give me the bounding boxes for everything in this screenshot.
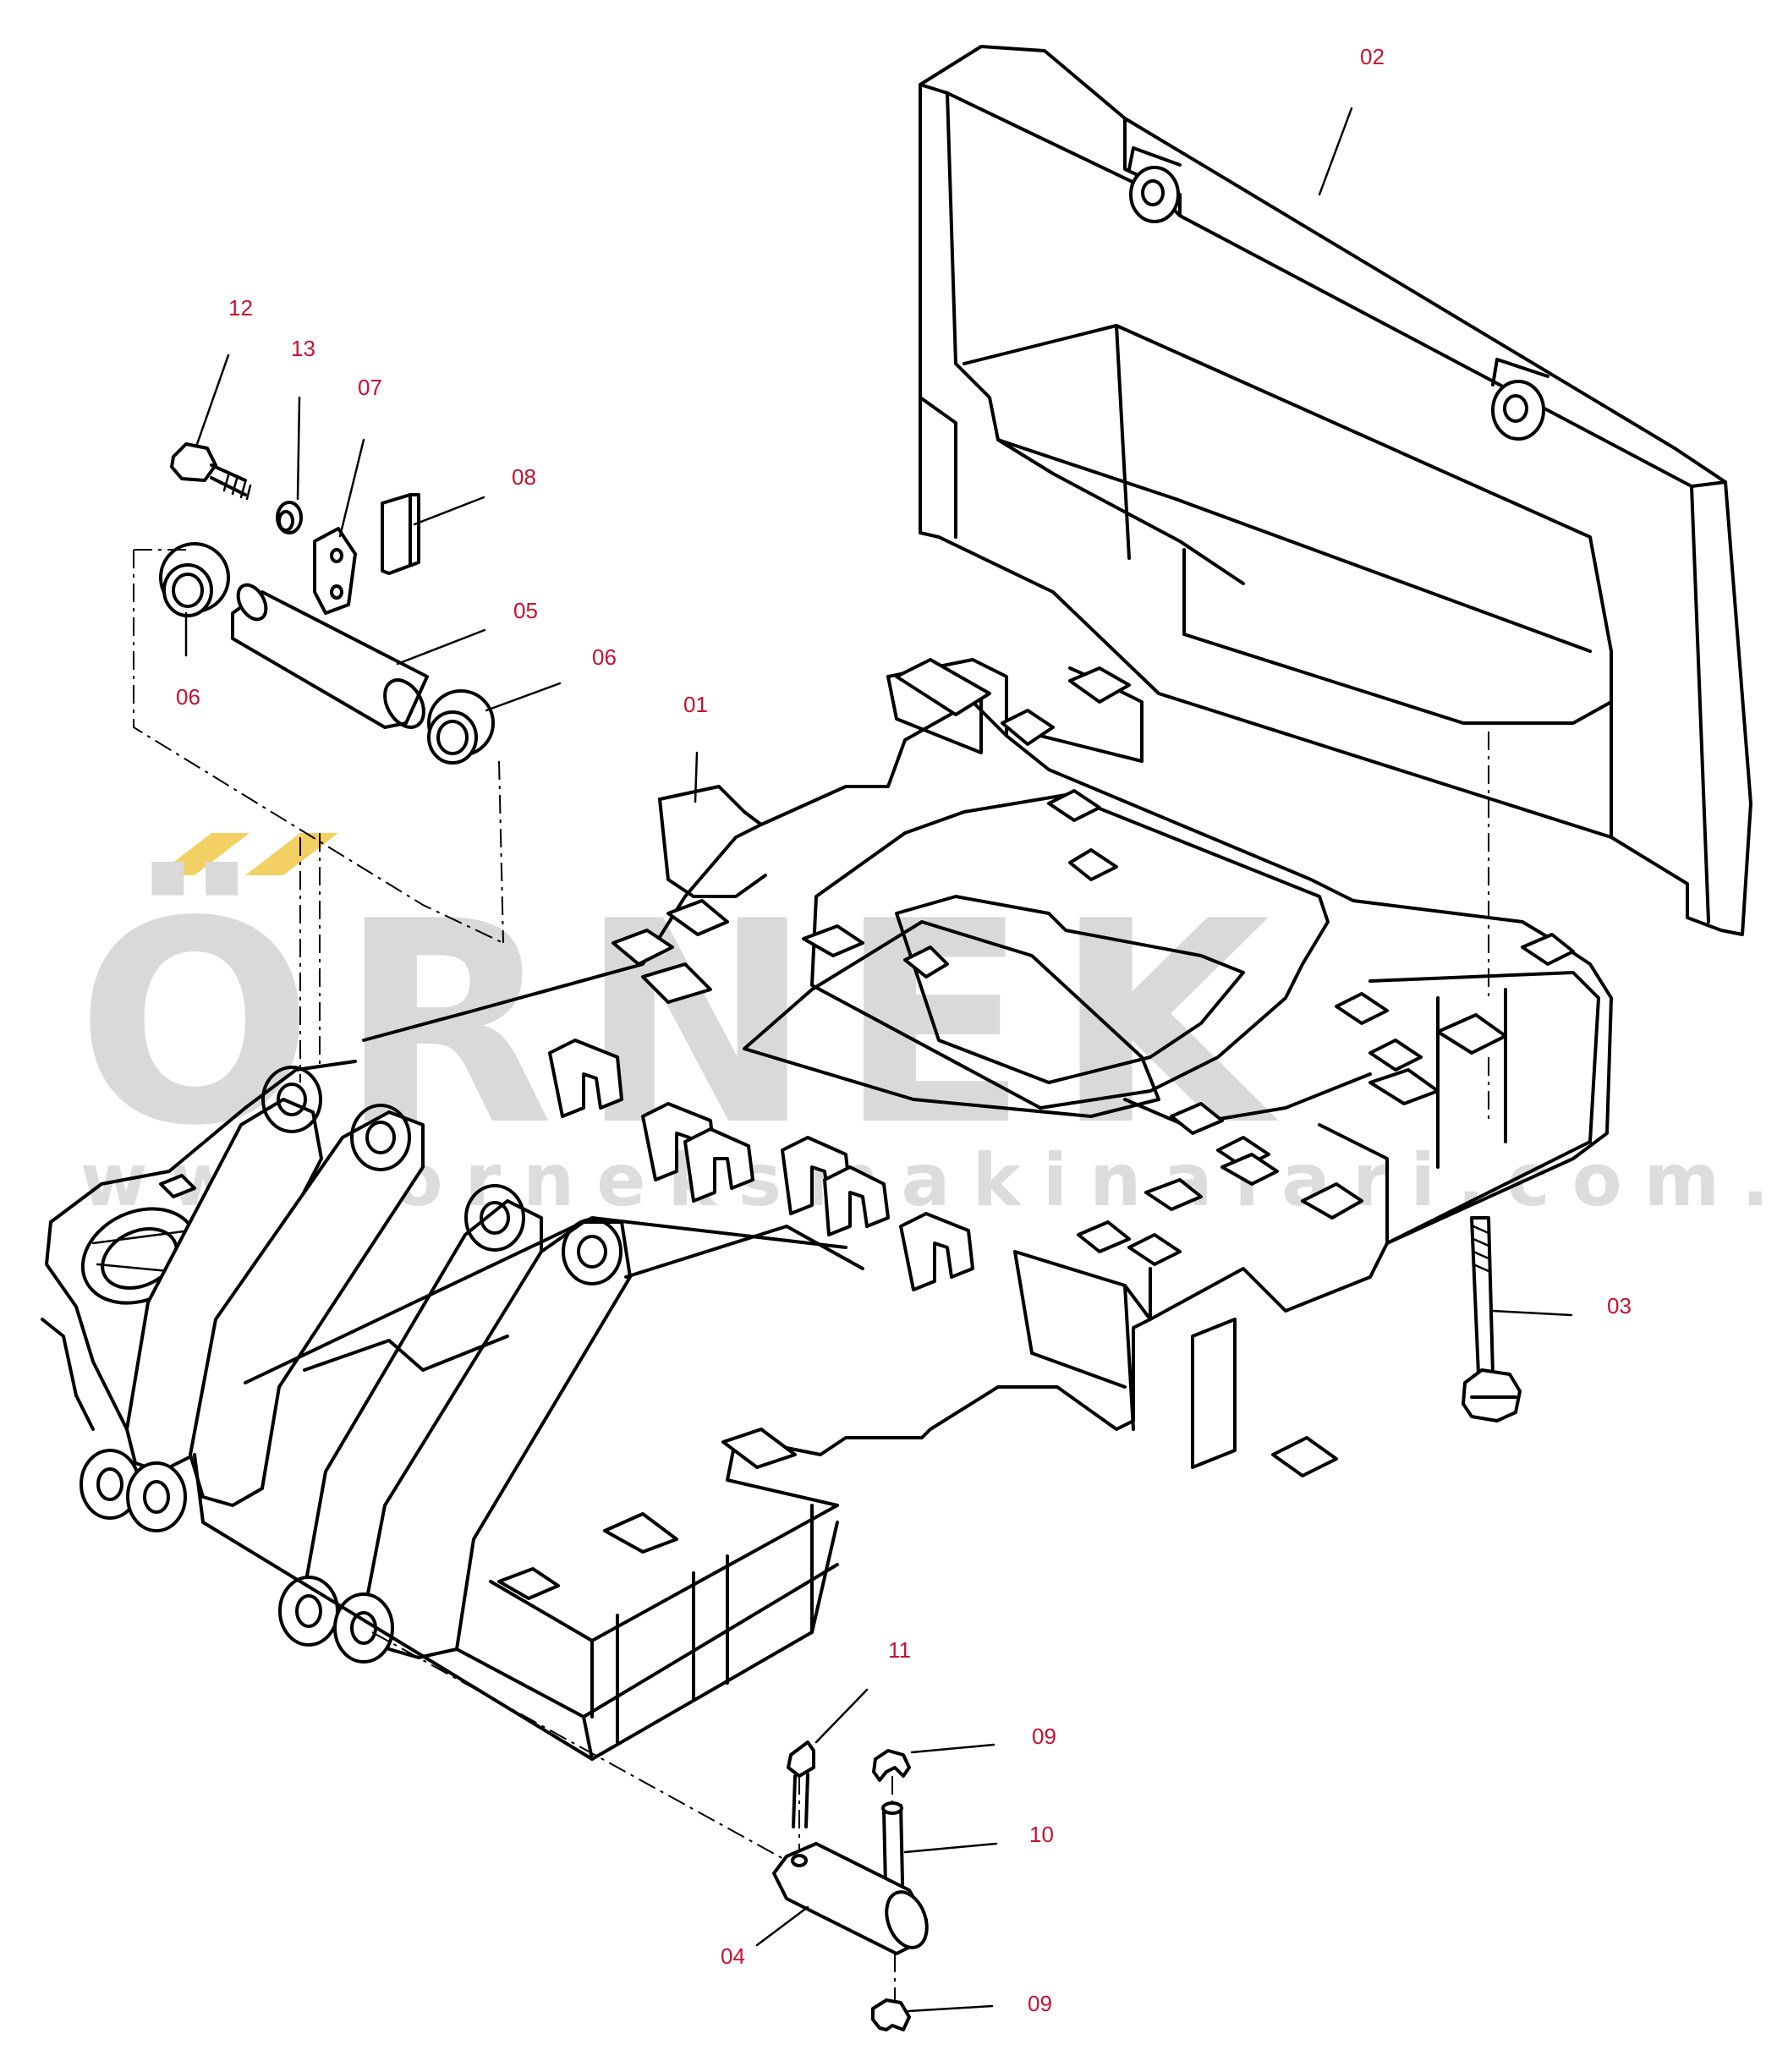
callout-12: 12 <box>228 295 253 321</box>
center-lines <box>133 549 1489 2003</box>
frame-pads <box>159 658 1575 1600</box>
callout-08: 08 <box>512 464 536 490</box>
callout-10: 10 <box>1029 1822 1054 1847</box>
callout-07: 07 <box>358 375 382 400</box>
callout-02: 02 <box>1360 44 1385 69</box>
part-03-bolt <box>1462 1216 1522 1422</box>
part-06-bushing-left <box>159 542 230 617</box>
leader-lines <box>184 107 1573 2013</box>
callout-06-left: 06 <box>176 684 200 710</box>
part-06-bushing-right <box>427 689 495 765</box>
callout-13: 13 <box>291 336 315 361</box>
watermark-accent-left <box>156 833 250 875</box>
callout-labels: 02 01 03 12 13 07 08 05 06 06 11 09 10 0… <box>176 44 1632 2016</box>
part-12-bolt <box>170 442 252 501</box>
callout-04: 04 <box>721 1943 745 1969</box>
watermark-accent-right <box>245 833 338 875</box>
callout-05: 05 <box>513 598 538 623</box>
part-09-clip-lower <box>871 1998 911 2031</box>
callout-01: 01 <box>683 692 708 717</box>
part-02-counterweight <box>919 45 1752 936</box>
part-01-main-frame <box>41 658 1613 1761</box>
part-09-clip-upper <box>872 1749 911 1782</box>
part-04-pin <box>772 1842 929 1955</box>
frame-hook-brackets <box>548 1039 974 1291</box>
callout-09-upper: 09 <box>1032 1724 1056 1749</box>
callout-06-right: 06 <box>592 644 617 670</box>
callout-03: 03 <box>1607 1293 1632 1318</box>
part-13-washer <box>276 501 303 534</box>
callout-09-lower: 09 <box>1028 1991 1052 2016</box>
part-07-plate <box>313 527 357 615</box>
part-08-pad <box>381 493 420 575</box>
callout-11: 11 <box>888 1637 911 1663</box>
part-11-cotter-pin <box>787 1740 815 1828</box>
part-05-pin <box>231 583 429 729</box>
